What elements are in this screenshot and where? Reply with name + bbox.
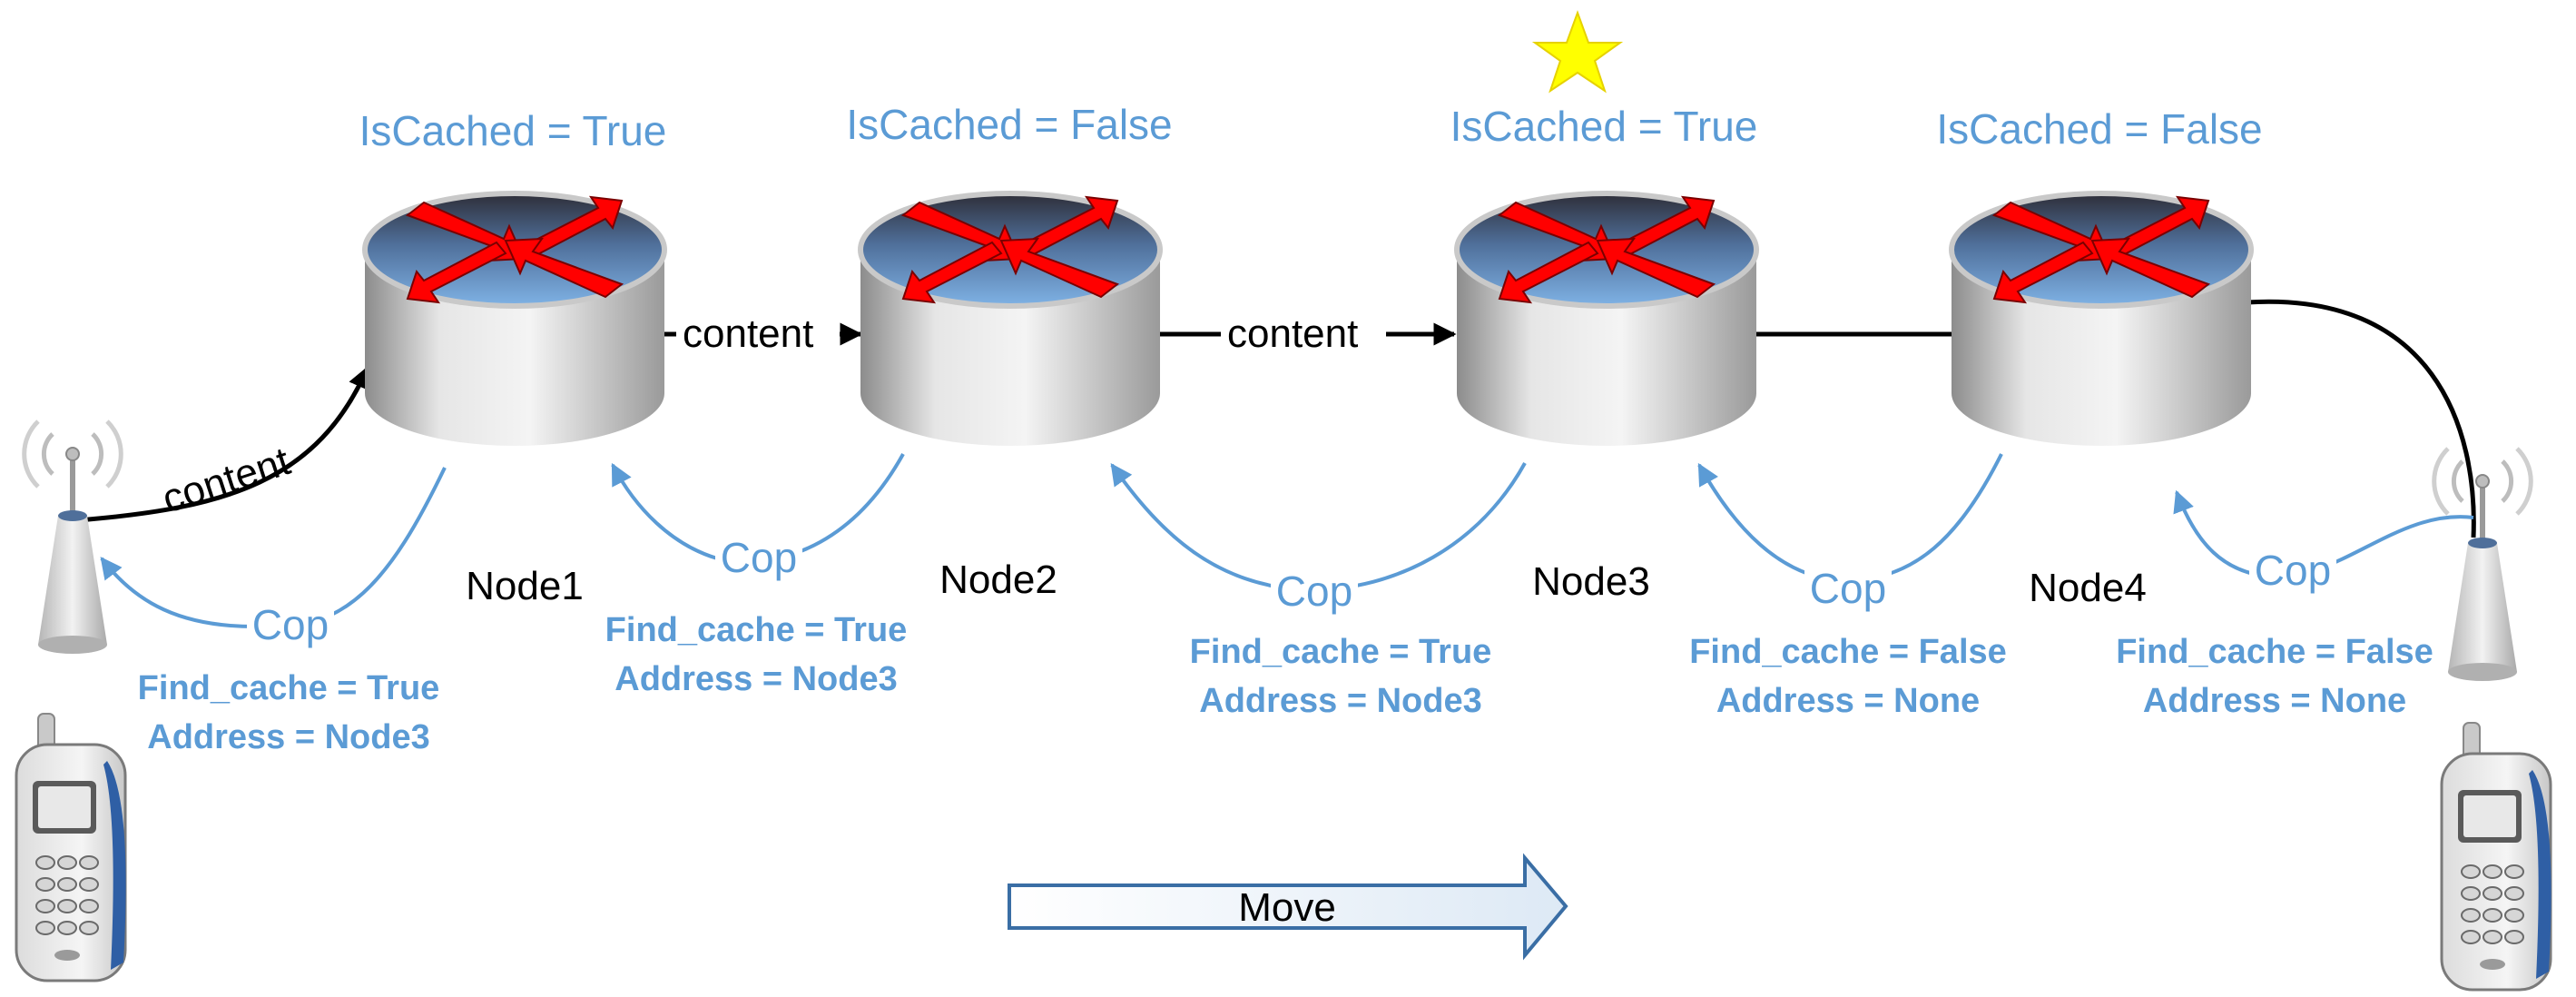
- address-4: Address = None: [1716, 682, 1980, 720]
- cop-label-3: Cop: [1276, 568, 1352, 615]
- mobile-phone-icon-left: [15, 712, 128, 982]
- content-label-node2-node3: content: [1227, 311, 1358, 356]
- access-point-icon-right: [2434, 449, 2532, 681]
- find-cache-4: Find_cache = False: [1689, 633, 2007, 671]
- move-label: Move: [1238, 885, 1336, 930]
- find-cache-5: Find_cache = False: [2116, 633, 2433, 671]
- node3-is-cached: IsCached = True: [1450, 103, 1758, 150]
- node4-is-cached: IsCached = False: [1936, 105, 2262, 153]
- address-3: Address = Node3: [1199, 682, 1482, 720]
- node1-label: Node1: [466, 564, 584, 608]
- cop-label-bg-2: [715, 531, 802, 582]
- content-label-bg-1: [676, 307, 840, 358]
- find-cache-2: Find_cache = True: [605, 611, 908, 649]
- move-arrow-icon: [1008, 853, 1568, 961]
- address-1: Address = Node3: [147, 718, 430, 756]
- router-icon-node2[interactable]: [860, 193, 1160, 446]
- cop-label-bg-5: [2249, 545, 2336, 596]
- content-label-node1-node2: content: [683, 311, 813, 356]
- cop-label-bg-3: [1271, 566, 1358, 617]
- link-node4-ap: [2246, 299, 2476, 538]
- router-icon-node1[interactable]: [365, 193, 664, 446]
- star-icon: [1531, 10, 1624, 94]
- mobile-phone-icon-right: [2440, 721, 2553, 992]
- find-cache-3: Find_cache = True: [1190, 633, 1492, 671]
- cop-label-1: Cop: [252, 601, 329, 648]
- node2-label: Node2: [939, 558, 1057, 602]
- address-2: Address = Node3: [615, 660, 898, 698]
- router-icon-node4[interactable]: [1952, 193, 2251, 446]
- cop-label-4: Cop: [1810, 565, 1886, 612]
- node2-is-cached: IsCached = False: [846, 101, 1172, 148]
- address-5: Address = None: [2143, 682, 2406, 720]
- cop-label-bg-4: [1804, 563, 1892, 614]
- link-ap-node1: [76, 365, 370, 523]
- find-cache-1: Find_cache = True: [138, 669, 440, 707]
- content-label-bg-2: [1221, 307, 1386, 358]
- cop-label-bg-1: [247, 599, 334, 650]
- node3-label: Node3: [1532, 559, 1650, 604]
- node1-is-cached: IsCached = True: [359, 107, 667, 154]
- router-icon-node3[interactable]: [1457, 193, 1756, 446]
- node4-label: Node4: [2029, 566, 2147, 610]
- access-point-icon-left: [25, 421, 122, 654]
- content-label-ap-node1: content: [157, 439, 295, 521]
- cop-arrow-node4-node3: [1697, 453, 2003, 584]
- cop-label-5: Cop: [2255, 547, 2331, 594]
- cop-label-2: Cop: [721, 534, 797, 581]
